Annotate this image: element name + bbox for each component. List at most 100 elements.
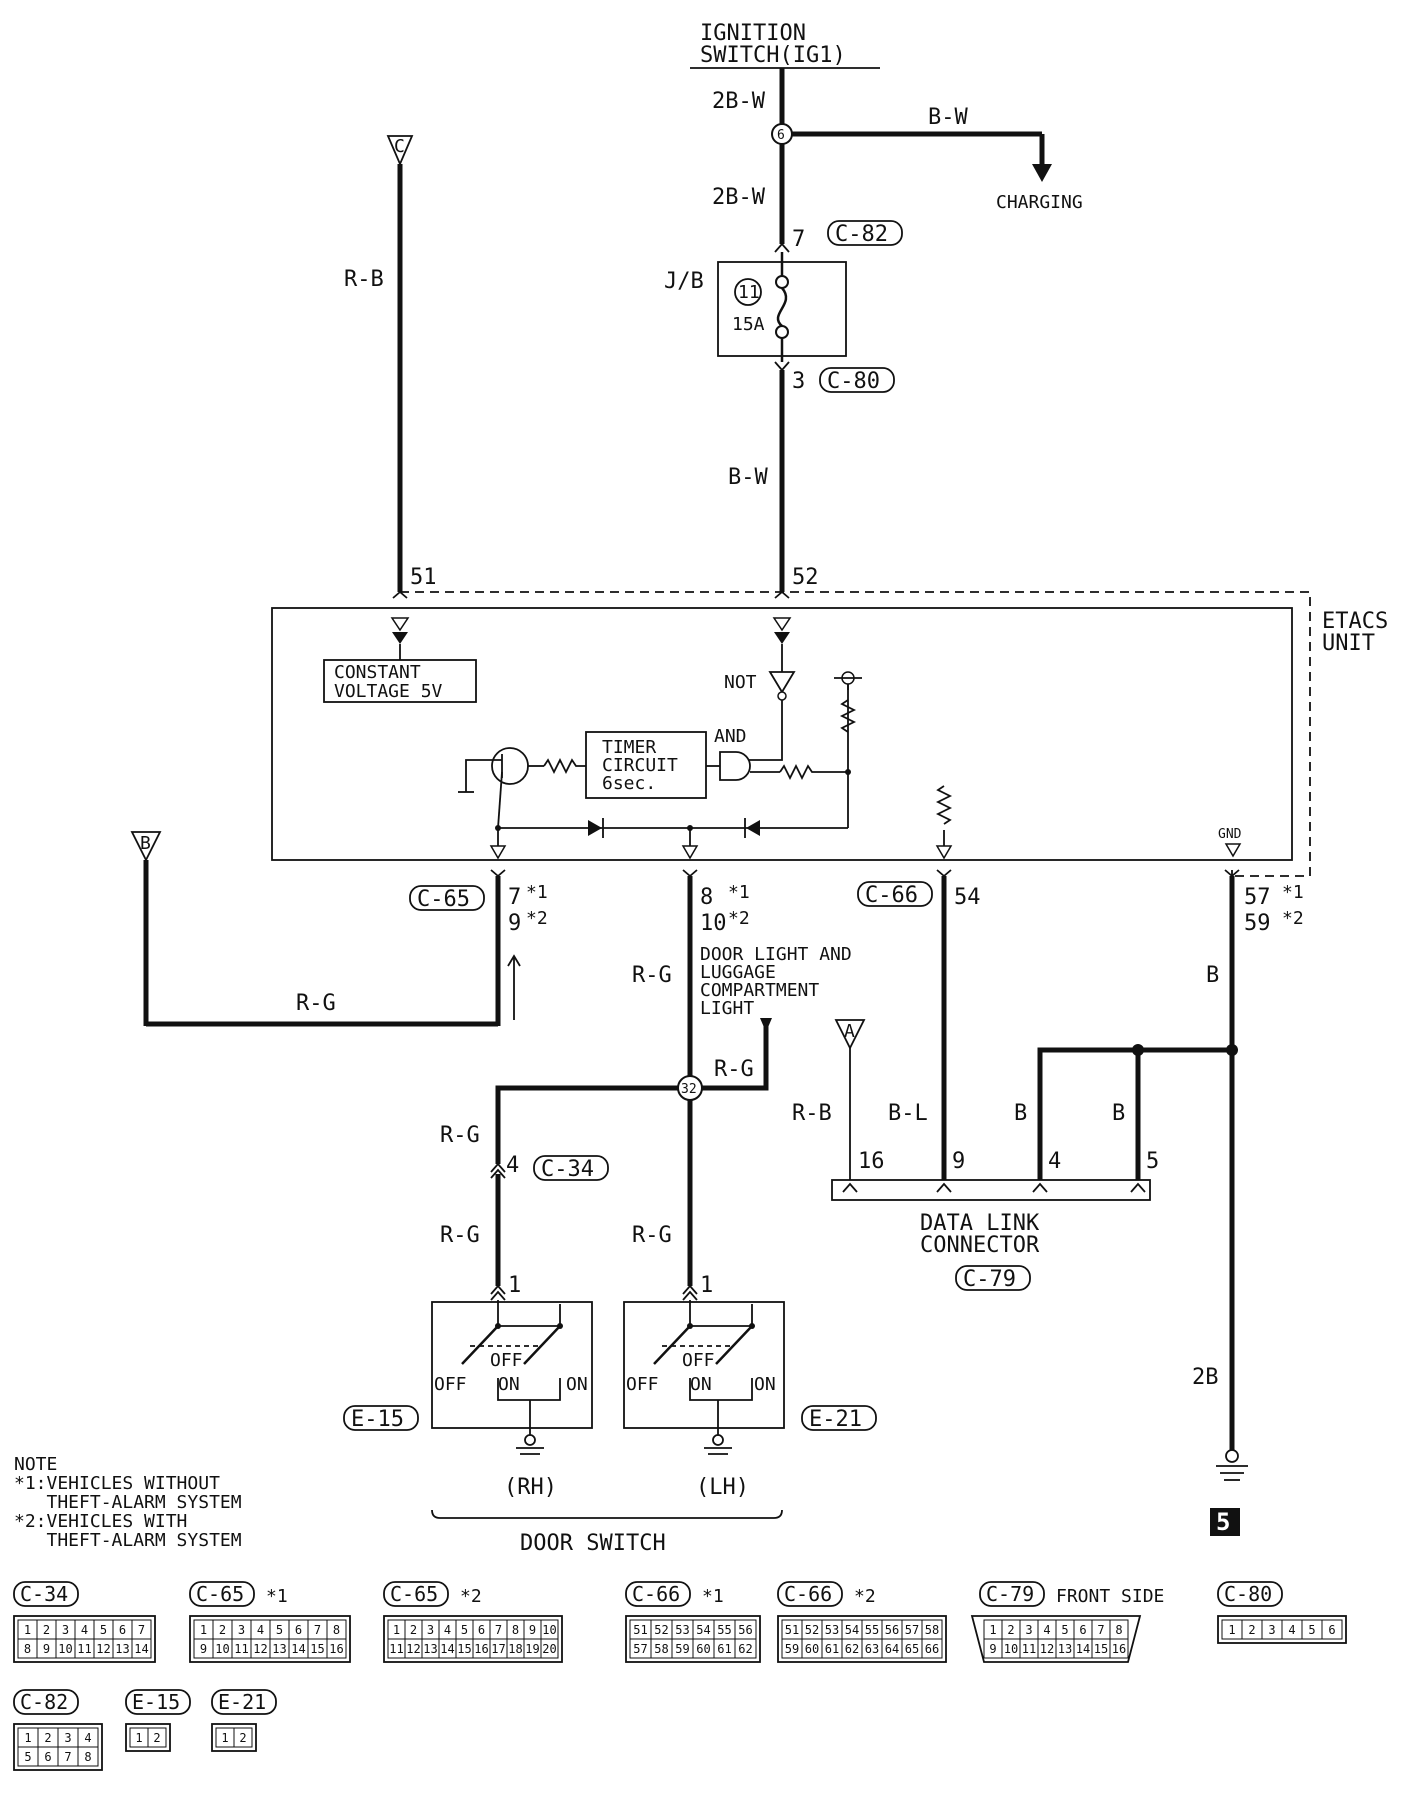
conn-cavity-number: 64 bbox=[885, 1642, 899, 1656]
door-switch-lh-box bbox=[623, 1301, 785, 1429]
conn-cavity-number: 2 bbox=[43, 1623, 50, 1637]
conn-cavity-number: 1 bbox=[24, 1731, 31, 1745]
and-gate-label: AND bbox=[714, 726, 747, 747]
conn-view-tag-label-c65_1: C-65 bbox=[196, 1582, 244, 1606]
wire-label-r-g-b: R-G bbox=[296, 991, 336, 1016]
not-to-and bbox=[744, 700, 783, 761]
c65-pin-9: 9 bbox=[508, 911, 521, 936]
input-54-icon bbox=[935, 845, 953, 860]
wire-label-r-g-8: R-G bbox=[632, 963, 672, 988]
conn-cavity-number: 52 bbox=[654, 1623, 668, 1637]
jb-label: J/B bbox=[664, 269, 704, 294]
c66-tag-label: C-66 bbox=[865, 883, 918, 908]
rh-sw-on-1: ON bbox=[498, 1374, 520, 1395]
rh-sw-ground-bus bbox=[497, 1378, 561, 1401]
diode-52b-icon bbox=[774, 632, 790, 644]
c34-tag bbox=[533, 1155, 609, 1181]
conn-view-tag-c66_2 bbox=[777, 1581, 843, 1607]
conn-cavity-number: 5 bbox=[276, 1623, 283, 1637]
conn-cavity-number: 4 bbox=[84, 1731, 91, 1745]
conn-cavity-number: 12 bbox=[1040, 1642, 1054, 1656]
conn-cavity bbox=[921, 1638, 943, 1659]
conn-view-tag-label-e21: E-21 bbox=[218, 1690, 266, 1714]
terminal-8-star: *1 bbox=[728, 882, 750, 903]
t54-arrow-icon bbox=[936, 869, 952, 878]
conn-cavity-number: 14 bbox=[1076, 1642, 1090, 1656]
door-switch-label: DOOR SWITCH bbox=[520, 1531, 666, 1556]
conn-cavity-number: 6 bbox=[1328, 1623, 1335, 1637]
c65-pin-9-star: *2 bbox=[526, 908, 548, 929]
dlc-9-arrow-icon bbox=[936, 1182, 952, 1193]
resistor-54-icon bbox=[935, 785, 953, 825]
terminal-54: 54 bbox=[954, 885, 981, 910]
wire-label-b-l: B-L bbox=[888, 1101, 928, 1126]
conn-cavity-number: 12 bbox=[406, 1642, 420, 1656]
wire-label-2b-w-top: 2B-W bbox=[712, 89, 766, 114]
conn-cavity-number: 11 bbox=[1022, 1642, 1036, 1656]
terminal-57-star: *1 bbox=[1282, 882, 1304, 903]
etacs-label-2: UNIT bbox=[1322, 631, 1375, 656]
conn-cavity-number: 58 bbox=[654, 1642, 668, 1656]
wire-label-b-5: B bbox=[1112, 1101, 1125, 1126]
conn-cavity-number: 2 bbox=[219, 1623, 226, 1637]
dlc-4-arrow-icon bbox=[1032, 1182, 1048, 1193]
input-7-icon bbox=[489, 845, 507, 860]
conn-cavity-number: 2 bbox=[153, 1731, 160, 1745]
conn-cavity-number: 51 bbox=[633, 1623, 647, 1637]
ignition-label-2: SWITCH(IG1) bbox=[700, 43, 846, 68]
rh-sw-blade-1-icon bbox=[461, 1325, 499, 1365]
wire-b-dlc-4 bbox=[1037, 1047, 1232, 1184]
fuse-terminal-bottom bbox=[775, 325, 789, 339]
transistor-collector bbox=[497, 771, 503, 829]
conn-view-tag-c65_2 bbox=[383, 1581, 449, 1607]
rh-sw-off: OFF bbox=[434, 1374, 467, 1395]
conn-view-tag-c65_1 bbox=[189, 1581, 255, 1607]
rh-label: (RH) bbox=[504, 1475, 557, 1500]
fuse-number: 11 bbox=[738, 282, 760, 303]
door-light-label-4: LIGHT bbox=[700, 998, 754, 1019]
not-gate-bubble bbox=[777, 691, 787, 701]
note-line-4: THEFT-ALARM SYSTEM bbox=[14, 1530, 242, 1551]
conn-cavity-number: 10 bbox=[58, 1642, 72, 1656]
chassis-ground-terminal bbox=[1225, 1449, 1239, 1463]
conn-view-tag-label-c79: C-79 bbox=[986, 1582, 1034, 1606]
conn-view-tag-c66_1 bbox=[625, 1581, 691, 1607]
conn-cavity-number: 8 bbox=[333, 1623, 340, 1637]
terminal-57: 57 bbox=[1244, 885, 1271, 910]
timer-circuit-box bbox=[585, 731, 707, 799]
t8-arrow-icon bbox=[682, 869, 698, 878]
wire-r-g-door-light bbox=[702, 1020, 769, 1091]
e21-tag bbox=[801, 1405, 877, 1431]
c34-arrow-2-icon bbox=[490, 1168, 506, 1179]
conn-cavity bbox=[147, 1727, 167, 1748]
conn-cavity-number: 16 bbox=[329, 1642, 343, 1656]
c82-pin-arrow-icon bbox=[774, 242, 790, 253]
e21-tag-label: E-21 bbox=[809, 1407, 862, 1432]
rh-ground-terminal bbox=[524, 1434, 536, 1446]
wire-label-r-b-16: R-B bbox=[792, 1101, 832, 1126]
etacs-outline bbox=[400, 591, 1311, 877]
conn-cavity bbox=[540, 1638, 559, 1659]
constant-voltage-label-1: CONSTANT bbox=[334, 662, 421, 683]
conn-cavity-number: 51 bbox=[785, 1623, 799, 1637]
conn-view-tag-c79 bbox=[979, 1581, 1045, 1607]
c80-pin-arrow-icon bbox=[774, 361, 790, 372]
conn-cavity-number: 4 bbox=[1288, 1623, 1295, 1637]
rh-pin-arrow-1-icon bbox=[490, 1284, 506, 1295]
fuse-terminal-top bbox=[775, 275, 789, 289]
wire-r-g-rh bbox=[495, 1085, 678, 1164]
conn-cavity-number: 53 bbox=[825, 1623, 839, 1637]
conn-cavity-number: 13 bbox=[115, 1642, 129, 1656]
conn-cavity-number: 59 bbox=[785, 1642, 799, 1656]
conn-cavity bbox=[131, 1638, 152, 1659]
constant-voltage-label-2: VOLTAGE 5V bbox=[334, 681, 443, 702]
c34-pin: 4 bbox=[506, 1153, 519, 1178]
c82-pin: 7 bbox=[792, 227, 805, 252]
etacs-label-1: ETACS bbox=[1322, 609, 1388, 634]
conn-cavity-number: 56 bbox=[885, 1623, 899, 1637]
conn-cavity-number: 1 bbox=[200, 1623, 207, 1637]
offpage-b-icon bbox=[130, 831, 162, 863]
c80-pin: 3 bbox=[792, 369, 805, 394]
conn-cavity bbox=[326, 1638, 347, 1659]
